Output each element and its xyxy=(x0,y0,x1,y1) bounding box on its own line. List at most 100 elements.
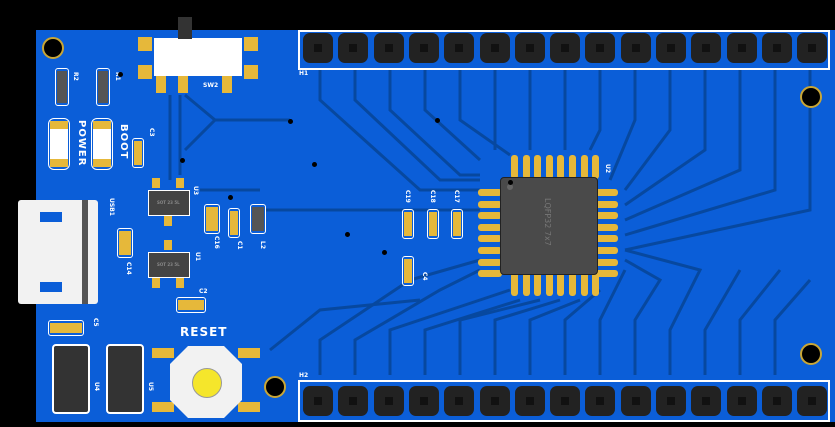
mounting-hole xyxy=(800,343,822,365)
header-pin xyxy=(656,386,686,416)
mcu-pin xyxy=(511,272,518,296)
capacitor-c14 xyxy=(117,228,133,258)
regulator-u3: SOT 23 5L xyxy=(148,190,190,216)
reset-button-cap[interactable] xyxy=(192,368,222,398)
header-pin xyxy=(303,386,333,416)
header-pin xyxy=(550,33,581,63)
via xyxy=(228,195,233,200)
reset-button[interactable] xyxy=(152,346,262,418)
mcu-pin xyxy=(594,247,618,254)
mcu-pin xyxy=(594,270,618,278)
mcu-pin xyxy=(592,272,600,296)
label-c3: C3 xyxy=(148,128,155,137)
jumper-u5[interactable] xyxy=(106,344,144,414)
label-r2: R2 xyxy=(72,72,79,81)
label-c5: C5 xyxy=(92,318,99,327)
header-pin xyxy=(585,33,616,63)
header-pin xyxy=(408,33,439,63)
header-pin xyxy=(373,386,404,416)
header-pin xyxy=(444,386,475,416)
resistor-r1 xyxy=(96,68,110,106)
via xyxy=(435,118,440,123)
mcu-pin xyxy=(478,235,502,243)
label-reset: RESET xyxy=(180,325,228,339)
via xyxy=(180,158,185,163)
label-r1: R1 xyxy=(114,72,121,81)
header-pin xyxy=(797,386,828,416)
capacitor-c1 xyxy=(228,208,240,238)
label-h1: H1 xyxy=(299,70,309,77)
mcu-pin xyxy=(592,155,600,179)
mcu-pin xyxy=(557,272,565,296)
mcu-pin xyxy=(557,155,565,179)
header-pin xyxy=(691,33,722,63)
label-c1: C1 xyxy=(236,241,243,250)
microcontroller-u2: LQFP32 7x7 xyxy=(500,177,598,275)
inductor-l2 xyxy=(250,204,266,234)
label-u2: U2 xyxy=(604,164,611,174)
label-c18: C18 xyxy=(429,190,436,203)
header-pin xyxy=(761,386,792,416)
capacitor-c2 xyxy=(176,297,206,313)
header-pin xyxy=(691,386,722,416)
mcu-pin xyxy=(594,235,618,243)
mcu-pin xyxy=(478,212,502,220)
via xyxy=(312,162,317,167)
mcu-pin xyxy=(594,200,618,208)
header-pin xyxy=(656,33,686,63)
power-led xyxy=(48,118,70,170)
mcu-pin xyxy=(594,212,618,220)
header-pin xyxy=(479,33,510,63)
header-pin xyxy=(620,33,651,63)
label-u5: U5 xyxy=(147,382,154,392)
mcu-pin xyxy=(478,258,502,266)
label-power: POWER xyxy=(76,120,87,167)
mcu-pin xyxy=(522,155,530,179)
label-u3: U3 xyxy=(192,186,199,196)
mcu-pin xyxy=(478,200,502,208)
chip-marking: LQFP32 7x7 xyxy=(543,198,552,246)
header-pin xyxy=(726,386,757,416)
label-c19: C19 xyxy=(404,190,411,203)
via xyxy=(382,250,387,255)
label-u1: U1 xyxy=(194,252,201,262)
via xyxy=(345,232,350,237)
capacitor-c5 xyxy=(48,320,84,336)
via xyxy=(508,180,513,185)
label-c17: C17 xyxy=(453,190,460,203)
mcu-pin xyxy=(545,272,553,296)
capacitor-c18 xyxy=(427,209,439,239)
mcu-pin xyxy=(569,272,576,296)
usb-connector-usb1[interactable] xyxy=(18,200,98,304)
mounting-hole xyxy=(800,86,822,108)
header-pin xyxy=(761,33,792,63)
label-l2: L2 xyxy=(259,241,266,249)
label-sw2: SW2 xyxy=(203,82,219,89)
boot-led xyxy=(91,118,113,170)
mcu-pin xyxy=(478,247,502,254)
slide-switch-sw2[interactable] xyxy=(138,17,258,93)
header-pin xyxy=(550,386,581,416)
mcu-pin xyxy=(478,223,502,231)
label-boot: BOOT xyxy=(118,124,129,160)
header-pin xyxy=(726,33,757,63)
label-c4: C4 xyxy=(421,272,428,281)
header-pin xyxy=(338,386,369,416)
header-pin xyxy=(620,386,651,416)
label-h2: H2 xyxy=(299,372,309,379)
header-pin xyxy=(514,386,545,416)
mcu-pin xyxy=(478,189,502,196)
header-pin xyxy=(444,33,475,63)
label-c2: C2 xyxy=(199,288,208,295)
header-pin xyxy=(585,386,616,416)
mcu-pin xyxy=(594,189,618,196)
capacitor-c19 xyxy=(402,209,414,239)
regulator-u1: SOT 23 5L xyxy=(148,252,190,278)
label-c16: C16 xyxy=(213,236,220,249)
jumper-u4[interactable] xyxy=(52,344,90,414)
header-pin xyxy=(479,386,510,416)
mcu-pin xyxy=(569,155,576,179)
resistor-r2 xyxy=(55,68,69,106)
mounting-hole xyxy=(264,376,286,398)
